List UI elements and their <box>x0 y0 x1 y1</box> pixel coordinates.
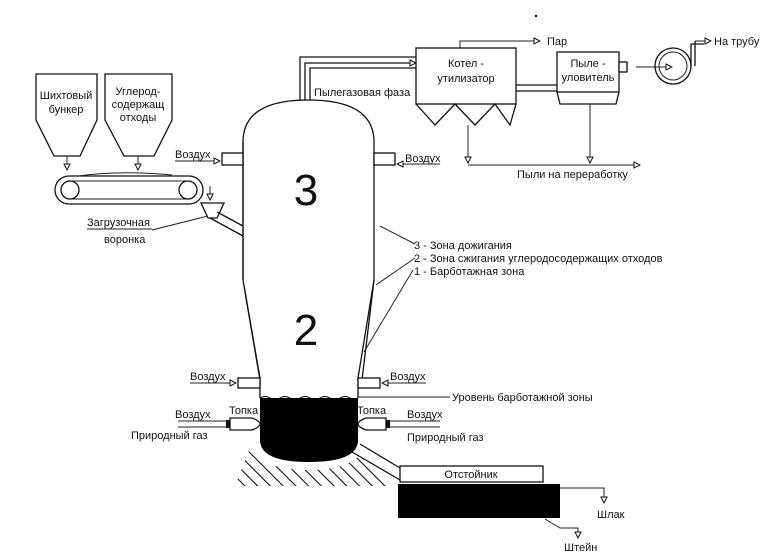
zone-2-number: 2 <box>294 306 318 355</box>
conveyor-belt <box>54 172 204 205</box>
settler: Отстойник Шлак Штейн <box>398 465 625 554</box>
air-inlet-lower-left: Воздух <box>190 371 261 389</box>
burner-right: Топка Воздух Природный газ <box>357 405 484 444</box>
air-inlet-upper-left: Воздух <box>175 149 244 166</box>
charge-bunker-label-2: бункер <box>49 104 84 116</box>
air-label: Воздух <box>190 371 226 383</box>
boiler-label-1: Котел - <box>448 58 484 70</box>
dust-recycling-label: Пыли на переработку <box>517 169 628 181</box>
dust-collector-label-2: уловитель <box>562 72 615 84</box>
air-label: Воздух <box>407 409 443 421</box>
settler-label: Отстойник <box>444 469 497 481</box>
air-label: Воздух <box>405 153 441 165</box>
air-label: Воздух <box>390 371 426 383</box>
burner-left: Топка Воздух Природный газ <box>131 405 261 442</box>
gas-phase-label: Пылегазовая фаза <box>314 87 411 99</box>
loading-funnel: Загрузочная воронка <box>87 186 244 246</box>
air-inlet-upper-right: Воздух <box>373 152 441 165</box>
settler-melt <box>398 484 560 518</box>
loading-funnel-label-2: воронка <box>104 234 146 246</box>
bubbling-zone-melt <box>260 398 358 462</box>
carbon-bunker-label-1: Углерод- <box>116 86 161 98</box>
natural-gas-label: Природный газ <box>407 432 484 444</box>
dust-collector: Пыле - уловитель <box>556 51 628 163</box>
zone-3-number: 3 <box>294 166 318 215</box>
bubbling-level-label: Уровень барботажной зоны <box>452 392 593 404</box>
burner-label: Топка <box>229 405 259 417</box>
carbon-bunker-label-3: отходы <box>120 112 157 124</box>
air-label: Воздух <box>175 409 211 421</box>
zone-1-legend: 1 - Барботажная зона <box>414 266 525 278</box>
carbon-bunker-label-2: содержащ <box>112 99 165 111</box>
charge-bunker-label-1: Шихтовый <box>40 90 93 102</box>
gas-duct: Пылегазовая фаза <box>299 56 416 100</box>
dust-collector-label-1: Пыле - <box>570 58 605 70</box>
air-label: Воздух <box>175 149 211 161</box>
foundation-hatch <box>235 448 390 486</box>
natural-gas-label: Природный газ <box>131 430 208 442</box>
to-stack-label: На трубу <box>714 36 760 48</box>
exhaust-fan: На трубу <box>636 36 760 85</box>
slag-label: Шлак <box>597 509 625 521</box>
boiler-label-2: утилизатор <box>437 73 494 85</box>
waste-heat-boiler: Котел - утилизатор Пар <box>415 36 567 163</box>
steam-label: Пар <box>547 36 567 48</box>
matte-label: Штейн <box>564 542 597 554</box>
loading-funnel-label-1: Загрузочная <box>87 217 150 229</box>
zone-2-legend: 2 - Зона сжигания углеродосодержащих отх… <box>414 253 663 265</box>
furnace: 3 2 <box>235 99 401 486</box>
carbon-waste-bunker: Углерод- содержащ отходы <box>104 73 173 170</box>
air-inlet-lower-right: Воздух <box>357 371 426 389</box>
burner-label: Топка <box>357 405 387 417</box>
charge-bunker: Шихтовый бункер <box>35 73 98 170</box>
zones-legend: 3 - Зона дожигания 2 - Зона сжигания угл… <box>363 225 663 353</box>
zone-3-legend: 3 - Зона дожигания <box>414 240 512 252</box>
